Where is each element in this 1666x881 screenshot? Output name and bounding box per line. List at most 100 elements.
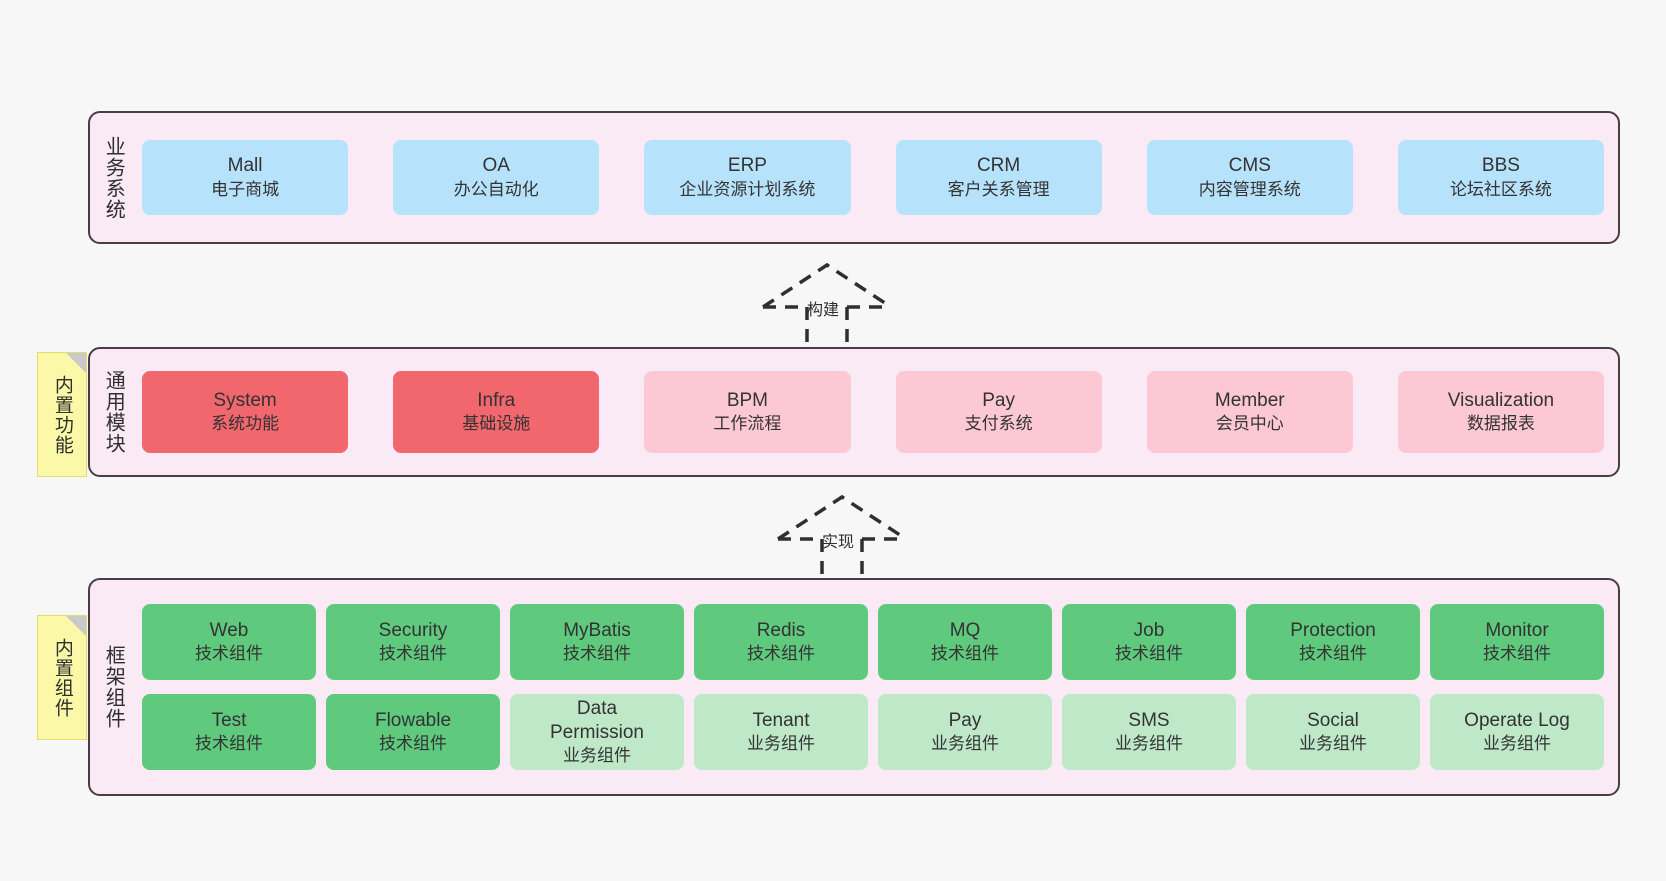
card-pay-module[interactable]: Pay 支付系统 — [895, 371, 1102, 453]
note-built-in-components: 内置组件 — [37, 615, 87, 740]
card-bpm[interactable]: BPM 工作流程 — [644, 371, 851, 453]
card-test-cn: 技术组件 — [195, 734, 263, 754]
note-fold-icon — [66, 353, 86, 373]
layer-framework-components-items: Web 技术组件 Security 技术组件 MyBatis 技术组件 Redi… — [136, 580, 1618, 794]
card-sms[interactable]: SMS 业务组件 — [1062, 694, 1236, 770]
card-crm[interactable]: CRM 客户关系管理 — [895, 140, 1102, 215]
layer-business-system-title: 业务系统 — [102, 135, 125, 220]
card-mybatis-cn: 技术组件 — [563, 644, 631, 664]
card-test[interactable]: Test 技术组件 — [142, 694, 316, 770]
card-member[interactable]: Member 会员中心 — [1146, 371, 1353, 453]
card-mall[interactable]: Mall 电子商城 — [142, 140, 349, 215]
card-mybatis[interactable]: MyBatis 技术组件 — [510, 604, 684, 680]
connector-build-arrow — [762, 262, 892, 347]
card-visualization-en: Visualization — [1447, 389, 1555, 411]
connector-build: 构建 — [745, 255, 925, 347]
card-flowable-en: Flowable — [374, 709, 452, 731]
card-mybatis-en: MyBatis — [563, 619, 631, 641]
card-tenant-cn: 业务组件 — [747, 734, 815, 754]
card-bbs-cn: 论坛社区系统 — [1449, 179, 1552, 199]
card-web-cn: 技术组件 — [195, 644, 263, 664]
framework-row-tech: Web 技术组件 Security 技术组件 MyBatis 技术组件 Redi… — [142, 604, 1604, 680]
card-tenant[interactable]: Tenant 业务组件 — [694, 694, 868, 770]
card-bbs[interactable]: BBS 论坛社区系统 — [1397, 140, 1605, 215]
card-operate-log[interactable]: Operate Log 业务组件 — [1430, 694, 1604, 770]
card-protection[interactable]: Protection 技术组件 — [1246, 604, 1420, 680]
connector-implement-label: 实现 — [822, 534, 855, 551]
layer-business-system: 业务系统 Mall 电子商城 OA 办公自动化 ERP 企业资源计划系统 CRM… — [88, 111, 1620, 244]
card-data-permission[interactable]: Data Permission 业务组件 — [510, 694, 684, 770]
card-mq[interactable]: MQ 技术组件 — [878, 604, 1052, 680]
card-data-permission-cn: 业务组件 — [563, 746, 631, 766]
card-visualization[interactable]: Visualization 数据报表 — [1397, 371, 1605, 453]
card-mq-cn: 技术组件 — [931, 644, 999, 664]
note-built-in-functions: 内置功能 — [37, 352, 87, 477]
card-security[interactable]: Security 技术组件 — [326, 604, 500, 680]
card-cms-cn: 内容管理系统 — [1198, 179, 1301, 199]
card-social-en: Social — [1307, 709, 1359, 731]
card-monitor[interactable]: Monitor 技术组件 — [1430, 604, 1604, 680]
card-mq-en: MQ — [949, 619, 981, 641]
card-redis[interactable]: Redis 技术组件 — [694, 604, 868, 680]
card-operate-log-en: Operate Log — [1464, 709, 1570, 731]
card-mall-en: Mall — [227, 155, 263, 177]
card-infra[interactable]: Infra 基础设施 — [393, 371, 600, 453]
card-redis-en: Redis — [756, 619, 806, 641]
card-erp-en: ERP — [727, 155, 767, 177]
framework-row-business: Test 技术组件 Flowable 技术组件 Data Permission … — [142, 694, 1604, 770]
card-sms-en: SMS — [1128, 709, 1170, 731]
card-system[interactable]: System 系统功能 — [142, 371, 349, 453]
card-social[interactable]: Social 业务组件 — [1246, 694, 1420, 770]
card-protection-cn: 技术组件 — [1299, 644, 1367, 664]
card-pay-module-en: Pay — [982, 389, 1015, 411]
card-web-en: Web — [209, 619, 249, 641]
card-system-cn: 系统功能 — [211, 414, 280, 434]
card-job-en: Job — [1133, 619, 1165, 641]
card-job-cn: 技术组件 — [1115, 644, 1183, 664]
card-job[interactable]: Job 技术组件 — [1062, 604, 1236, 680]
card-system-en: System — [213, 389, 277, 411]
layer-framework-components-title: 框架组件 — [102, 645, 125, 729]
note-built-in-components-text: 内置组件 — [51, 637, 73, 718]
card-social-cn: 业务组件 — [1299, 734, 1367, 754]
card-operate-log-cn: 业务组件 — [1483, 734, 1551, 754]
card-infra-en: Infra — [477, 389, 516, 411]
layer-common-modules-title: 通用模块 — [102, 370, 125, 454]
card-erp[interactable]: ERP 企业资源计划系统 — [644, 140, 851, 215]
card-bpm-cn: 工作流程 — [713, 414, 782, 434]
card-pay-component[interactable]: Pay 业务组件 — [878, 694, 1052, 770]
card-flowable[interactable]: Flowable 技术组件 — [326, 694, 500, 770]
card-bpm-en: BPM — [726, 389, 769, 411]
connector-build-label: 构建 — [807, 302, 840, 319]
note-built-in-functions-text: 内置功能 — [51, 374, 73, 455]
card-pay-component-cn: 业务组件 — [931, 734, 999, 754]
card-infra-cn: 基础设施 — [462, 414, 531, 434]
card-mall-cn: 电子商城 — [211, 179, 280, 199]
card-monitor-en: Monitor — [1485, 619, 1549, 641]
card-monitor-cn: 技术组件 — [1483, 644, 1551, 664]
card-cms[interactable]: CMS 内容管理系统 — [1146, 140, 1353, 215]
card-flowable-cn: 技术组件 — [379, 734, 447, 754]
card-pay-module-cn: 支付系统 — [964, 414, 1033, 434]
card-pay-component-en: Pay — [948, 709, 982, 731]
card-crm-cn: 客户关系管理 — [947, 179, 1050, 199]
card-bbs-en: BBS — [1481, 155, 1520, 177]
layer-business-system-items: Mall 电子商城 OA 办公自动化 ERP 企业资源计划系统 CRM 客户关系… — [136, 113, 1618, 242]
card-cms-en: CMS — [1228, 155, 1271, 177]
card-test-en: Test — [211, 709, 247, 731]
card-oa-en: OA — [482, 155, 510, 177]
card-protection-en: Protection — [1290, 619, 1376, 641]
card-crm-en: CRM — [976, 155, 1021, 177]
note-fold-icon — [66, 616, 86, 636]
connector-implement: 实现 — [760, 487, 940, 579]
card-sms-cn: 业务组件 — [1115, 734, 1183, 754]
card-data-permission-en: Data Permission — [550, 697, 644, 744]
layer-common-modules: 通用模块 System 系统功能 Infra 基础设施 BPM 工作流程 Pay… — [88, 347, 1620, 477]
card-visualization-cn: 数据报表 — [1466, 414, 1535, 434]
card-web[interactable]: Web 技术组件 — [142, 604, 316, 680]
card-security-cn: 技术组件 — [379, 644, 447, 664]
card-erp-cn: 企业资源计划系统 — [679, 179, 816, 199]
layer-common-modules-items: System 系统功能 Infra 基础设施 BPM 工作流程 Pay 支付系统… — [136, 349, 1618, 475]
card-oa[interactable]: OA 办公自动化 — [393, 140, 600, 215]
